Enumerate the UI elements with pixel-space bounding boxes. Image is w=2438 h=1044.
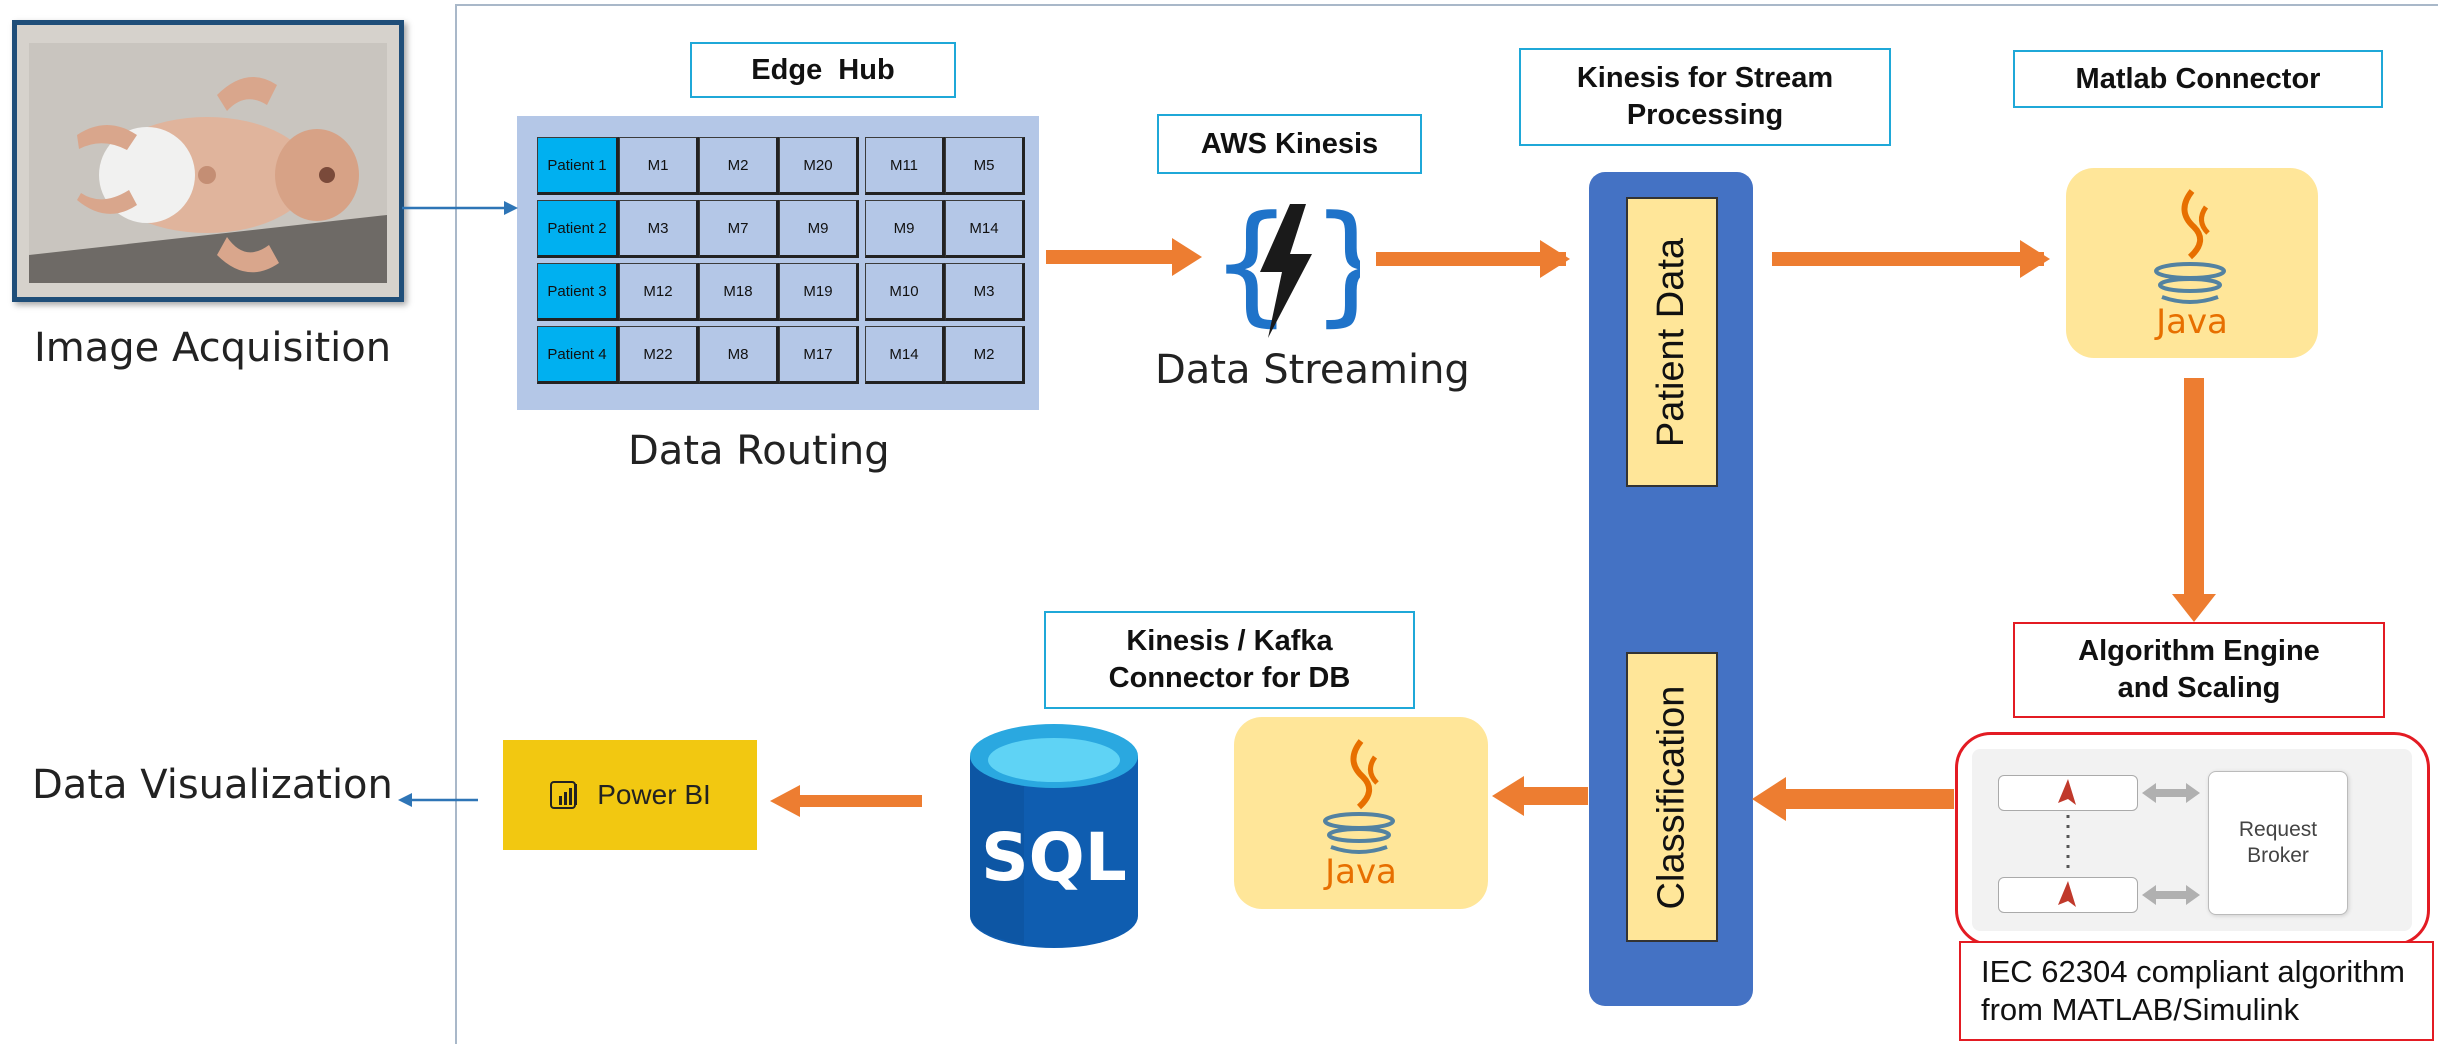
java-matlab-connector: Java [2066,168,2318,358]
routing-model-cell: M1 [619,137,699,195]
routing-model-cell: M19 [779,263,859,321]
java-text: Java [1323,852,1397,892]
routing-model-cell: M10 [865,263,945,321]
java-text: Java [2154,302,2228,342]
routing-patient-cell: Patient 1 [537,137,619,195]
arrow-engine-to-classification [1752,777,1954,821]
arrow-classification-to-db-connector [1492,776,1588,816]
routing-model-cell: M14 [865,326,945,384]
java-icon: Java [1323,739,1397,892]
broker-line1: Request [2238,818,2318,841]
routing-model-cell: M9 [779,200,859,258]
routing-model-cell: M18 [699,263,779,321]
routing-model-cell: M11 [865,137,945,195]
routing-patient-cell: Patient 3 [537,263,619,321]
matlab-connector-label: Matlab Connector [2013,50,2383,108]
baby-photo [12,20,404,302]
iec-note-line1: IEC 62304 compliant algorithm [1981,954,2405,989]
edge-hub-label: Edge Hub [690,42,956,98]
power-bi-label: Power BI [597,779,711,810]
broker-line2: Broker [2247,844,2309,867]
routing-model-cell: M9 [865,200,945,258]
arrow-routing-to-kinesis [1046,238,1202,276]
engine-connectors [2058,779,2200,907]
arrow-sql-to-powerbi [770,785,922,817]
image-acquisition-caption: Image Acquisition [34,325,392,371]
patient-data-block: Patient Data [1626,197,1718,487]
engine-diagram: Request Broker [1972,749,2412,931]
routing-model-cell: M14 [945,200,1025,258]
algorithm-engine-box: Request Broker [1955,732,2430,946]
routing-model-cell: M22 [619,326,699,384]
sql-text: SQL [981,819,1127,896]
kafka-connector-label: Kinesis / Kafka Connector for DB [1044,611,1415,709]
iec-note-box: IEC 62304 compliant algorithm from MATLA… [1959,941,2434,1041]
classification-block: Classification [1626,652,1718,942]
routing-model-cell: M5 [945,137,1025,195]
routing-patient-cell: Patient 2 [537,200,619,258]
kinesis-stream-line1: Kinesis for Stream [1576,62,1834,94]
arrow-powerbi-to-visualization [398,793,478,807]
kafka-connector-line2: Connector for DB [1108,662,1351,694]
data-routing-caption: Data Routing [628,428,890,474]
arrow-matlab-to-engine [2172,378,2216,622]
routing-model-cell: M2 [945,326,1025,384]
aws-kinesis-label: AWS Kinesis [1157,114,1422,174]
arrow-kinesis-to-stream [1376,240,1570,278]
power-bi-tile: Power BI [503,740,757,850]
routing-patient-cell: Patient 4 [537,326,619,384]
kafka-connector-line1: Kinesis / Kafka [1126,625,1333,657]
algorithm-engine-label: Algorithm Engine and Scaling [2013,622,2385,718]
arrow-acquisition-to-routing [402,201,518,215]
data-visualization-caption: Data Visualization [32,762,393,808]
routing-model-cell: M8 [699,326,779,384]
routing-model-cell: M20 [779,137,859,195]
algorithm-engine-line1: Algorithm Engine [2078,635,2320,667]
routing-model-cell: M3 [619,200,699,258]
request-broker: Request Broker [2208,771,2348,915]
routing-model-cell: M2 [699,137,779,195]
routing-model-cell: M7 [699,200,779,258]
routing-model-cell: M12 [619,263,699,321]
kinesis-stream-line2: Processing [1626,99,1784,131]
iec-note-line2: from MATLAB/Simulink [1981,992,2300,1027]
kinesis-stream-label: Kinesis for Stream Processing [1519,48,1891,146]
arrow-stream-to-matlab [1772,240,2050,278]
diagram-panel [455,4,2438,1044]
routing-model-cell: M17 [779,326,859,384]
power-bi-icon [550,781,578,809]
routing-model-cell: M3 [945,263,1025,321]
sql-database-icon: SQL [964,720,1144,952]
java-db-connector: Java [1234,717,1488,909]
algorithm-engine-line2: and Scaling [2117,672,2281,704]
data-streaming-caption: Data Streaming [1155,347,1470,393]
java-icon: Java [2154,189,2228,342]
infant-image [17,25,399,297]
